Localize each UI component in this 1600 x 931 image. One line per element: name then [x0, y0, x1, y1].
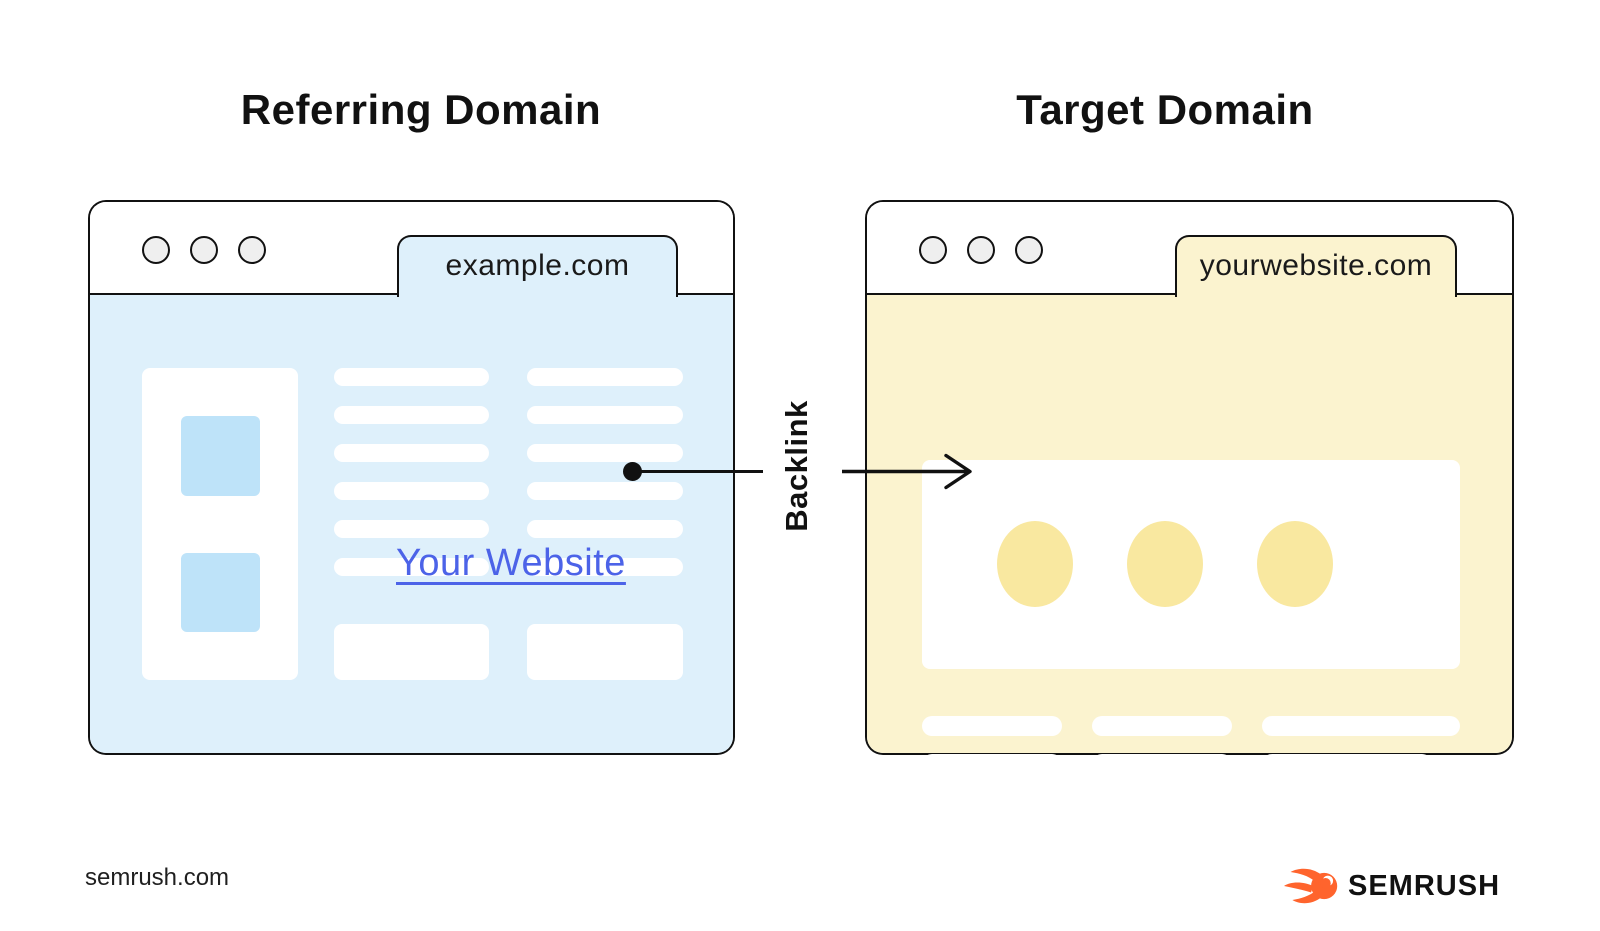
circle-placeholder — [997, 521, 1073, 607]
semrush-logo: SEMRUSH — [1284, 866, 1500, 906]
right-column-title: Target Domain — [1016, 86, 1314, 133]
backlink-label: Backlink — [779, 400, 814, 532]
text-line-bar — [334, 368, 489, 386]
traffic-light-icon — [238, 236, 266, 264]
browser-tab-example-com: example.com — [397, 235, 678, 297]
traffic-light-icon — [190, 236, 218, 264]
text-line-bar — [1262, 716, 1460, 736]
text-line-bar — [334, 406, 489, 424]
source-url: semrush.com — [85, 864, 230, 891]
text-line-bar — [1092, 716, 1232, 736]
image-placeholder — [181, 416, 260, 496]
text-line-bar — [334, 558, 489, 576]
traffic-light-icon — [967, 236, 995, 264]
your-website-link[interactable]: Your Website — [396, 542, 626, 584]
text-line-bar — [922, 716, 1062, 736]
content-block-placeholder — [527, 624, 683, 680]
referring-page-body: Your Website — [90, 295, 733, 753]
text-line-bar — [527, 558, 683, 576]
traffic-light-icon — [919, 236, 947, 264]
text-line-bar — [527, 406, 683, 424]
target-domain-window: yourwebsite.com — [867, 202, 1512, 774]
text-line-bar — [334, 520, 489, 538]
text-line-bar — [527, 444, 683, 462]
sidebar-placeholder — [142, 368, 298, 680]
text-line-bar — [922, 754, 1062, 774]
target-page-body — [867, 295, 1512, 774]
semrush-flame-icon — [1284, 868, 1338, 904]
semrush-wordmark: SEMRUSH — [1348, 869, 1501, 902]
traffic-light-icon — [1015, 236, 1043, 264]
text-line-bar — [527, 368, 683, 386]
text-line-bar — [527, 520, 683, 538]
circle-placeholder — [1257, 521, 1333, 607]
text-line-bar — [334, 444, 489, 462]
text-line-bar — [1262, 754, 1432, 774]
referring-domain-window: Your Website example.com — [90, 202, 733, 753]
backlink-arrow-icon — [842, 453, 972, 490]
link-anchor-dot — [623, 462, 642, 481]
backlink-line-left — [633, 470, 763, 473]
text-line-bar — [527, 482, 683, 500]
content-block-placeholder — [334, 624, 489, 680]
traffic-light-icon — [142, 236, 170, 264]
image-placeholder — [181, 553, 260, 632]
circle-placeholder — [1127, 521, 1203, 607]
text-line-bar — [334, 482, 489, 500]
browser-tab-yourwebsite-com: yourwebsite.com — [1175, 235, 1457, 297]
left-column-title: Referring Domain — [240, 86, 602, 133]
text-line-bar — [1092, 754, 1232, 774]
